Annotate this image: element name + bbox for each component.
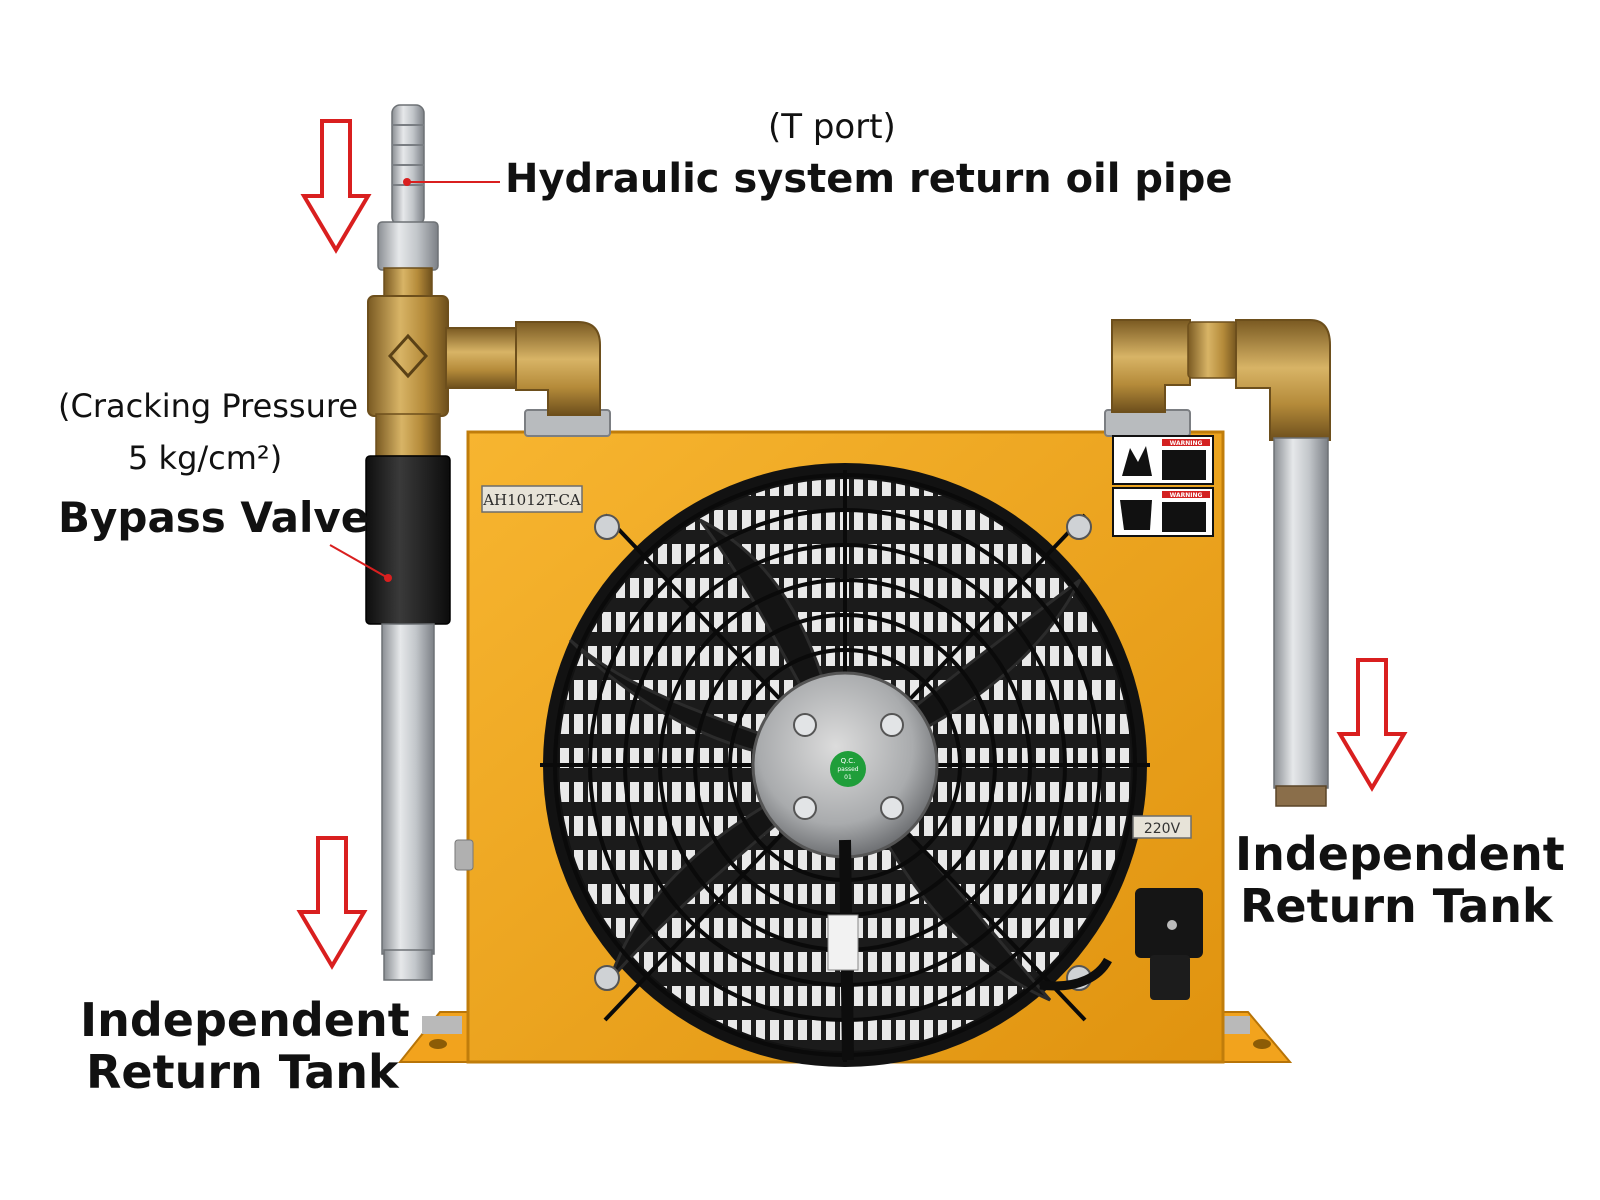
connector-screw — [1167, 920, 1177, 930]
left-foot-hole — [429, 1039, 447, 1049]
return-oil-pipe-label: Hydraulic system return oil pipe — [505, 156, 1233, 202]
warning-labels: WARNING WARNING — [1112, 435, 1214, 537]
qc-sticker-line1: Q.C. — [841, 757, 856, 765]
cracking-pressure-label-line2: 5 kg/cm²) — [128, 439, 283, 477]
valve-coupler — [375, 413, 441, 457]
hazard-fan-icon — [1120, 500, 1152, 530]
left-pipe-thread — [383, 949, 433, 981]
inlet-flow-arrow — [300, 119, 372, 254]
return-tank-right-label-line2: Return Tank — [1240, 879, 1553, 933]
left-elbow — [515, 321, 601, 416]
bypass-valve-leader — [329, 544, 389, 579]
flow-arrows — [296, 119, 1408, 970]
hub-bolts — [793, 713, 904, 820]
left-foot-pad — [422, 1016, 462, 1034]
side-port — [454, 839, 474, 871]
left-plumbing — [365, 104, 601, 981]
right-pipe-end — [1275, 785, 1327, 807]
return-tank-right-label-line1: Independent — [1235, 827, 1565, 881]
qc-sticker-line2: passed — [837, 766, 858, 773]
bypass-valve-leader-dot — [384, 574, 392, 582]
leader-lines — [329, 181, 500, 579]
tee-diamond — [387, 333, 429, 379]
electrical-connector — [1135, 888, 1203, 1000]
bypass-valve-body — [365, 455, 451, 625]
side-cable — [1039, 957, 1112, 991]
tee-body — [367, 295, 449, 417]
return-tank-left-label-line2: Return Tank — [86, 1045, 399, 1099]
fan-assembly: Q.C. passed 01 — [540, 463, 1150, 1067]
tee-branch — [445, 327, 519, 389]
return-pipe-leader-dot — [403, 178, 411, 186]
bypass-valve-label: Bypass Valve — [58, 493, 370, 542]
warning-label-2-text: WARNING — [1170, 492, 1203, 499]
hose-nut — [377, 221, 439, 271]
hazard-hand-icon — [1122, 446, 1152, 476]
right-union-nut — [1187, 321, 1239, 379]
voltage-text: 220V — [1144, 821, 1181, 837]
qc-sticker: Q.C. passed 01 — [830, 751, 866, 787]
left-outlet-flow-arrow — [296, 836, 368, 970]
mounting-feet — [397, 1011, 1293, 1063]
model-plate: AH1012T-CA — [481, 485, 583, 513]
warning-label-1-text: WARNING — [1170, 440, 1203, 447]
cracking-pressure-label-line1: (Cracking Pressure — [58, 387, 359, 425]
right-inner-elbow — [1111, 319, 1191, 413]
right-foot-hole — [1253, 1039, 1271, 1049]
cable-tag — [827, 914, 859, 971]
hose-ferrule — [383, 267, 433, 297]
qc-sticker-line3: 01 — [844, 774, 852, 781]
voltage-tag: 220V — [1132, 815, 1192, 839]
right-return-pipe — [1273, 437, 1329, 789]
top-port-right — [1104, 409, 1191, 437]
right-outer-elbow — [1235, 319, 1331, 441]
right-plumbing — [1111, 319, 1331, 807]
model-plate-text: AH1012T-CA — [482, 491, 581, 509]
left-return-pipe — [381, 623, 435, 955]
right-outlet-flow-arrow — [1336, 658, 1408, 792]
return-tank-left-label-line1: Independent — [80, 993, 410, 1047]
t-port-label: (T port) — [768, 107, 896, 147]
